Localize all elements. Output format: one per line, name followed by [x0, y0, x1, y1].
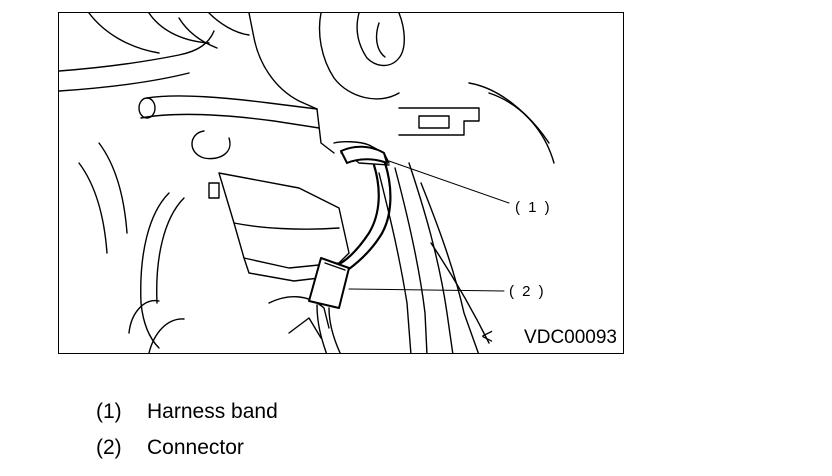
connector-shape: [308, 257, 350, 309]
harness-band-shape: [340, 145, 388, 164]
callout-label-1: ( 1 ): [515, 199, 552, 216]
legend-number: (2): [96, 436, 122, 459]
legend: (1) Harness band (2) Connector: [96, 394, 278, 466]
legend-item: (1) Harness band: [96, 394, 278, 430]
legend-label: Connector: [147, 436, 244, 459]
legend-item: (2) Connector: [96, 430, 278, 466]
figure-id: VDC00093: [524, 327, 617, 348]
diagram-figure: ( 1 ) ( 2 ) ᐸ VDC00093: [58, 12, 624, 354]
legend-label: Harness band: [147, 400, 278, 423]
callout-label-2: ( 2 ): [509, 283, 546, 300]
engine-bay-illustration: [59, 13, 555, 353]
figure-mark-icon: ᐸ: [481, 329, 493, 346]
legend-number: (1): [96, 400, 122, 423]
